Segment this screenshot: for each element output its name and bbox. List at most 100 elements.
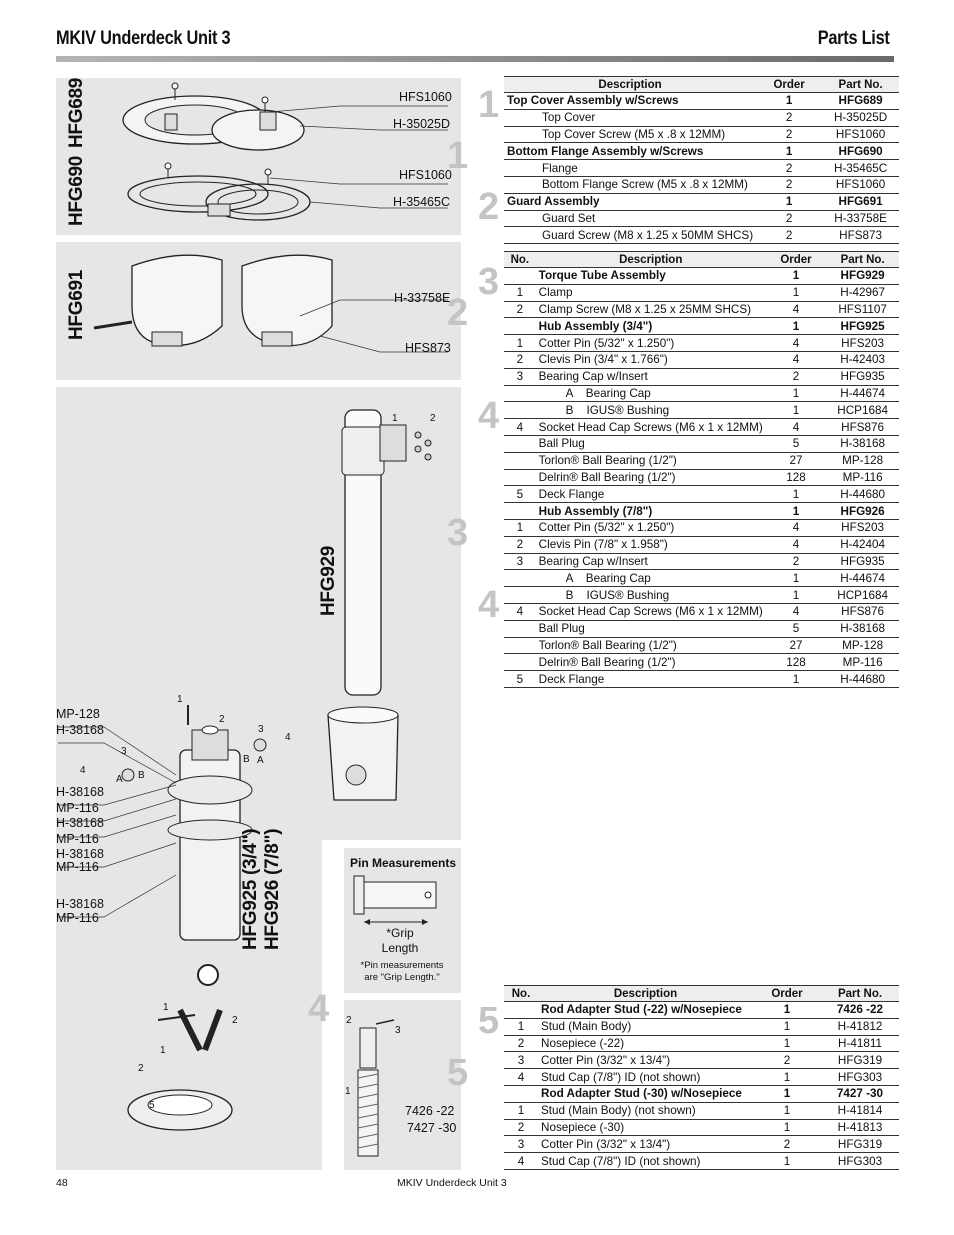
- row-part-no: HFS876: [826, 418, 899, 436]
- row-number: 4: [504, 1068, 538, 1086]
- row-part-no: 7426 -22: [821, 1001, 899, 1019]
- row-number: [504, 435, 536, 453]
- row-description: Bearing Cap w/Insert: [535, 553, 766, 571]
- pin-drawing: [353, 875, 437, 925]
- section-num-5b: 5: [447, 1052, 469, 1094]
- row-number: 1: [504, 284, 536, 302]
- pin-grip-length: *Grip Length: [381, 926, 419, 955]
- panel-hfg689-hfg690: [56, 78, 461, 235]
- row-description: Top Cover Assembly w/Screws: [504, 92, 757, 110]
- row-description: Torlon® Ball Bearing (1/2"): [535, 637, 766, 655]
- row-number: 2: [504, 1119, 538, 1137]
- row-number: [504, 620, 536, 638]
- row-order: 1: [765, 485, 827, 504]
- section-num-2b: 2: [447, 292, 469, 334]
- callout-7426-22: 7426 -22: [405, 1104, 455, 1118]
- row-description: B IGUS® Bushing: [535, 586, 766, 604]
- callout-h35025d: H-35025D: [393, 117, 450, 131]
- row-part-no: H-44680: [826, 670, 899, 688]
- row-order: 1: [753, 1119, 821, 1137]
- row-part-no: HFG319: [821, 1051, 899, 1070]
- row-description: Guard Screw (M8 x 1.25 x 50MM SHCS): [504, 226, 757, 245]
- row-description: Torque Tube Assembly: [535, 267, 766, 285]
- row-part-no: HFS1107: [826, 301, 899, 319]
- col-part-no: Part No.: [822, 76, 899, 93]
- col-no: No.: [504, 985, 538, 1002]
- row-part-no: HFG319: [821, 1135, 899, 1154]
- hub-num-2a: 2: [219, 714, 225, 725]
- parts-table-hub: No. Description Order Part No. Torque Tu…: [504, 251, 899, 688]
- guard-set-drawing: [93, 254, 333, 347]
- row-number: [504, 586, 536, 604]
- callout-h38168-4: H-38168: [56, 847, 104, 861]
- page-number: 48: [56, 1177, 68, 1189]
- row-order: 2: [765, 553, 827, 571]
- section-num-4b: 4: [478, 584, 500, 626]
- table-header-row: No. Description Order Part No.: [504, 985, 899, 1002]
- row-part-no: HFS203: [826, 519, 899, 537]
- row-order: 1: [756, 193, 823, 211]
- row-order: 2: [753, 1135, 821, 1154]
- parts-table-stud: No. Description Order Part No. Rod Adapt…: [504, 985, 899, 1170]
- row-number: 4: [504, 418, 536, 436]
- row-description: Clamp: [535, 284, 766, 302]
- row-part-no: HFG926: [826, 502, 899, 520]
- row-number: [504, 1085, 538, 1103]
- callout-num-2: 2: [430, 413, 436, 424]
- row-description: Top Cover: [504, 109, 757, 127]
- hub-letter-b2: B: [243, 754, 250, 765]
- row-part-no: MP-128: [826, 637, 899, 655]
- row-part-no: HFS1060: [822, 126, 899, 144]
- row-order: 4: [765, 301, 827, 319]
- row-description: Guard Assembly: [504, 193, 757, 211]
- row-number: 5: [504, 670, 536, 688]
- col-description: Description: [538, 985, 753, 1002]
- row-order: 1: [753, 1001, 821, 1019]
- callout-mp116-1: MP-116: [56, 801, 99, 815]
- col-order: Order: [756, 76, 823, 93]
- row-description: Clamp Screw (M8 x 1.25 x 25MM SHCS): [535, 301, 766, 319]
- row-order: 2: [756, 109, 823, 127]
- row-description: Stud Cap (7/8") ID (not shown): [538, 1152, 753, 1170]
- section-num-4c: 4: [308, 988, 330, 1030]
- callout-hfs1060-bottom: HFS1060: [399, 168, 452, 182]
- callout-h33758e: H-33758E: [394, 291, 451, 305]
- row-part-no: HCP1684: [826, 586, 899, 604]
- callout-mp116-3: MP-116: [56, 860, 99, 874]
- row-number: 1: [504, 1102, 538, 1120]
- row-part-no: H-33758E: [822, 210, 899, 228]
- row-number: [504, 452, 536, 470]
- row-description: Stud (Main Body) (not shown): [538, 1102, 753, 1120]
- page-title: MKIV Underdeck Unit 3: [56, 28, 231, 49]
- hub-num-2c: 2: [138, 1063, 144, 1074]
- row-part-no: HFS873: [822, 226, 899, 245]
- row-number: [504, 469, 536, 487]
- row-order: 2: [765, 368, 827, 386]
- row-order: 2: [756, 159, 823, 177]
- row-number: 3: [504, 553, 536, 571]
- row-number: [504, 653, 536, 672]
- row-number: 2: [504, 1035, 538, 1053]
- callout-mp116-4: MP-116: [56, 911, 99, 925]
- row-number: 4: [504, 1152, 538, 1170]
- row-description: Rod Adapter Stud (-30) w/Nosepiece: [538, 1085, 753, 1103]
- row-description: Flange: [504, 159, 757, 177]
- row-order: 1: [765, 401, 827, 420]
- col-description: Description: [504, 76, 757, 93]
